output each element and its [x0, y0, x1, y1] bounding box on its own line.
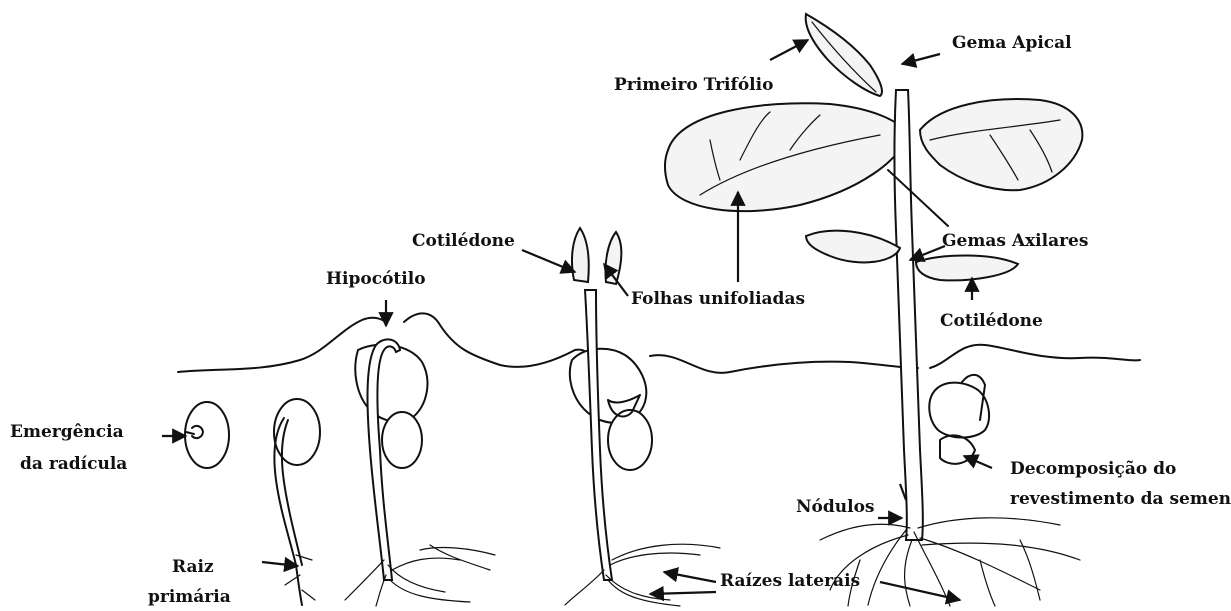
label-gema-apical: Gema Apical — [952, 33, 1072, 53]
arrow-raiz-primaria — [262, 562, 298, 566]
arrow-raizes-laterais-1 — [664, 572, 716, 582]
label-nodulos: Nódulos — [796, 497, 875, 517]
arrow-gema-apical — [902, 54, 940, 64]
label-cotiledone-1: Cotilédone — [412, 231, 515, 251]
label-hipocotilo: Hipocótilo — [326, 269, 426, 289]
label-raiz-2: primária — [148, 587, 231, 607]
arrow-raizes-laterais-2 — [880, 582, 960, 600]
label-raizes-laterais: Raízes laterais — [720, 571, 860, 591]
label-decomposicao-2: revestimento da semente — [1010, 489, 1231, 509]
arrow-cotiledone-1 — [522, 250, 575, 272]
label-gemas-axilares: Gemas Axilares — [942, 231, 1088, 251]
label-cotiledone-2: Cotilédone — [940, 311, 1043, 331]
seedling-cotyledon — [565, 228, 720, 606]
seedling-hypocotyl — [345, 339, 495, 606]
label-emergencia-1: Emergência — [10, 422, 124, 442]
label-folhas-unifoliadas: Folhas unifoliadas — [631, 289, 805, 309]
label-emergencia-2: da radícula — [20, 454, 127, 474]
seed-stage-1 — [185, 402, 229, 468]
arrow-decomposicao — [964, 456, 992, 468]
arrow-primeiro-trifolio — [770, 40, 808, 60]
label-primeiro-trifolio: Primeiro Trifólio — [614, 75, 773, 95]
arrow-raizes-laterais-3 — [650, 592, 716, 594]
label-raiz-1: Raiz — [172, 557, 214, 577]
seed-stage-2 — [274, 399, 320, 605]
label-decomposicao-1: Decomposição do — [1010, 459, 1176, 479]
seedling-mature — [665, 14, 1082, 606]
